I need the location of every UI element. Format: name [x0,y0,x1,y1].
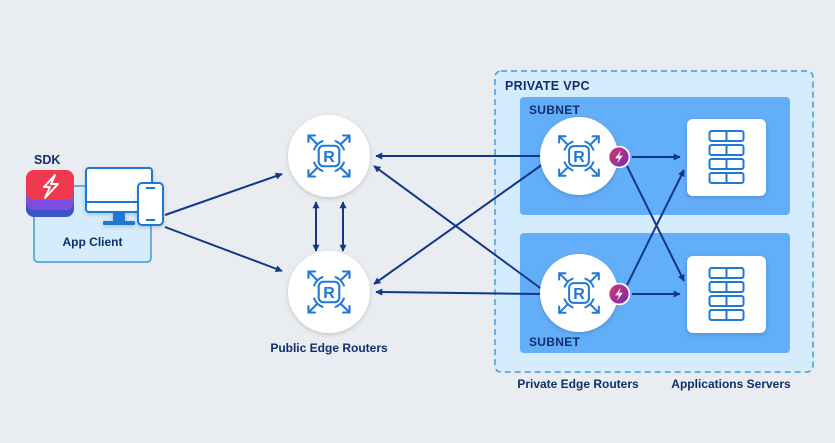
lightning-badge-icon [608,146,630,168]
arrow-client-to-public-top [164,172,283,216]
router-glyph: R [323,149,335,166]
router-icon: R [307,134,351,178]
application-server-bottom [687,256,766,333]
router-glyph: R [573,149,585,166]
arrow-private-bottom-to-public-top [373,165,544,291]
application-server-top [687,119,766,196]
router-icon: R [558,135,600,177]
subnet-top-label: SUBNET [529,103,581,117]
router-glyph: R [573,286,585,303]
router-glyph: R [323,285,335,302]
applications-servers-label: Applications Servers [671,377,791,391]
sdk: SDK [26,153,74,217]
private-edge-routers-label: Private Edge Routers [517,377,639,391]
arrow-private-bottom-to-public-bottom [375,288,541,296]
router-icon: R [307,270,351,314]
arrow-client-to-public-bottom [164,226,283,273]
lightning-layers-icon [26,170,74,217]
arrow-private-top-to-server-bottom [626,165,685,282]
app-client-label: App Client [63,235,123,249]
smartphone-icon [137,182,164,226]
router-icon: R [558,272,600,314]
private-vpc-label: PRIVATE VPC [505,79,590,93]
arrow-private-bottom-to-server-top [626,169,685,286]
lightning-badge-icon [608,283,630,305]
sdk-label: SDK [34,153,60,167]
subnet-bottom-label: SUBNET [529,335,581,349]
connection-arrows [164,152,685,298]
arrow-private-top-to-public-bottom [373,163,544,285]
public-edge-routers-label: Public Edge Routers [270,341,388,355]
